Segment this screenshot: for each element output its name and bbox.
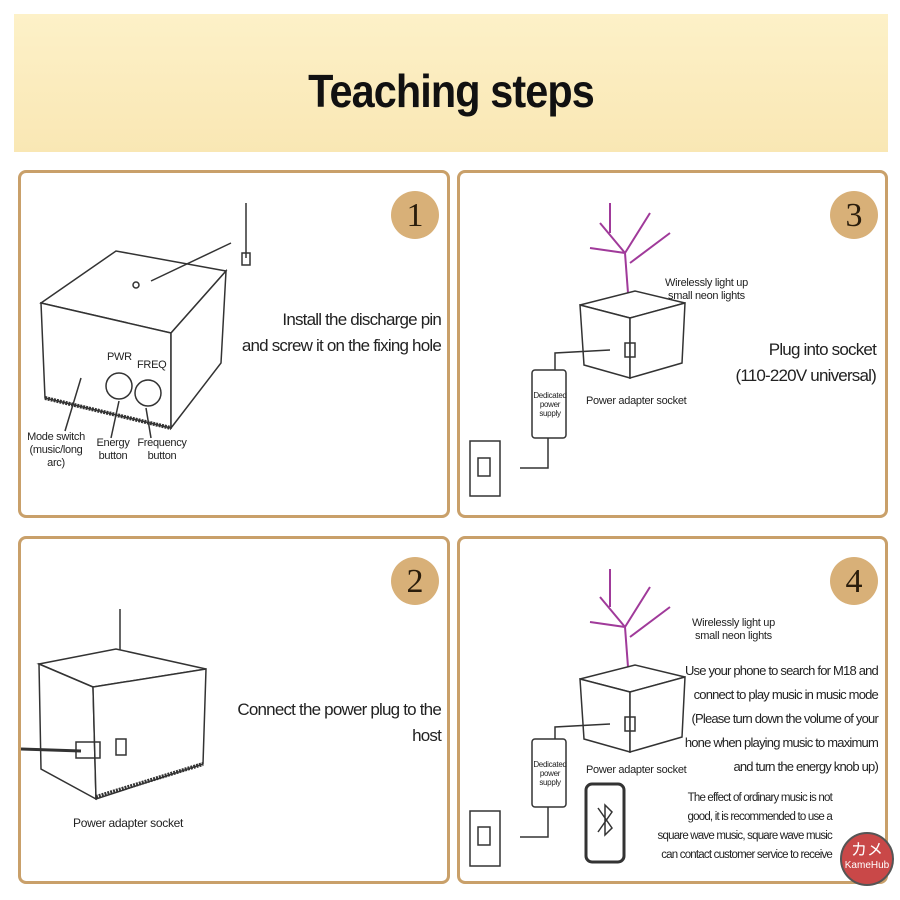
pwr-label: PWR bbox=[107, 351, 132, 363]
header-banner: Teaching steps bbox=[14, 14, 888, 152]
step-number-badge: 4 bbox=[830, 557, 878, 605]
step-2-instruction: Connect the power plug to the host bbox=[237, 700, 441, 745]
device-bluetooth-illustration bbox=[469, 569, 686, 867]
device-plug-illustration bbox=[469, 203, 686, 497]
socket-label: Power adapter socket bbox=[73, 816, 184, 830]
device-illustration bbox=[39, 203, 251, 439]
step-2-panel: 2 Power adapter socket Connect the power… bbox=[18, 536, 450, 884]
step-number-badge: 1 bbox=[391, 191, 439, 239]
socket-label: Power adapter socket bbox=[586, 395, 687, 407]
step-1-panel: 1 PWR FREQ Mode switch(music/long arc) E… bbox=[18, 170, 450, 518]
step-3-instruction: Plug into socket(110-220V universal) bbox=[735, 340, 876, 385]
page-title: Teaching steps bbox=[308, 65, 595, 117]
kamehub-watermark: カメ KameHub bbox=[840, 832, 894, 886]
freq-label: FREQ bbox=[137, 359, 167, 371]
step-number-badge: 2 bbox=[391, 557, 439, 605]
phone-bluetooth-icon bbox=[584, 782, 626, 864]
step-number-badge: 3 bbox=[830, 191, 878, 239]
socket-label: Power adapter socket bbox=[586, 764, 687, 776]
mode-switch-label: Mode switch(music/long arc) bbox=[27, 431, 85, 469]
device-side-illustration bbox=[21, 609, 207, 801]
